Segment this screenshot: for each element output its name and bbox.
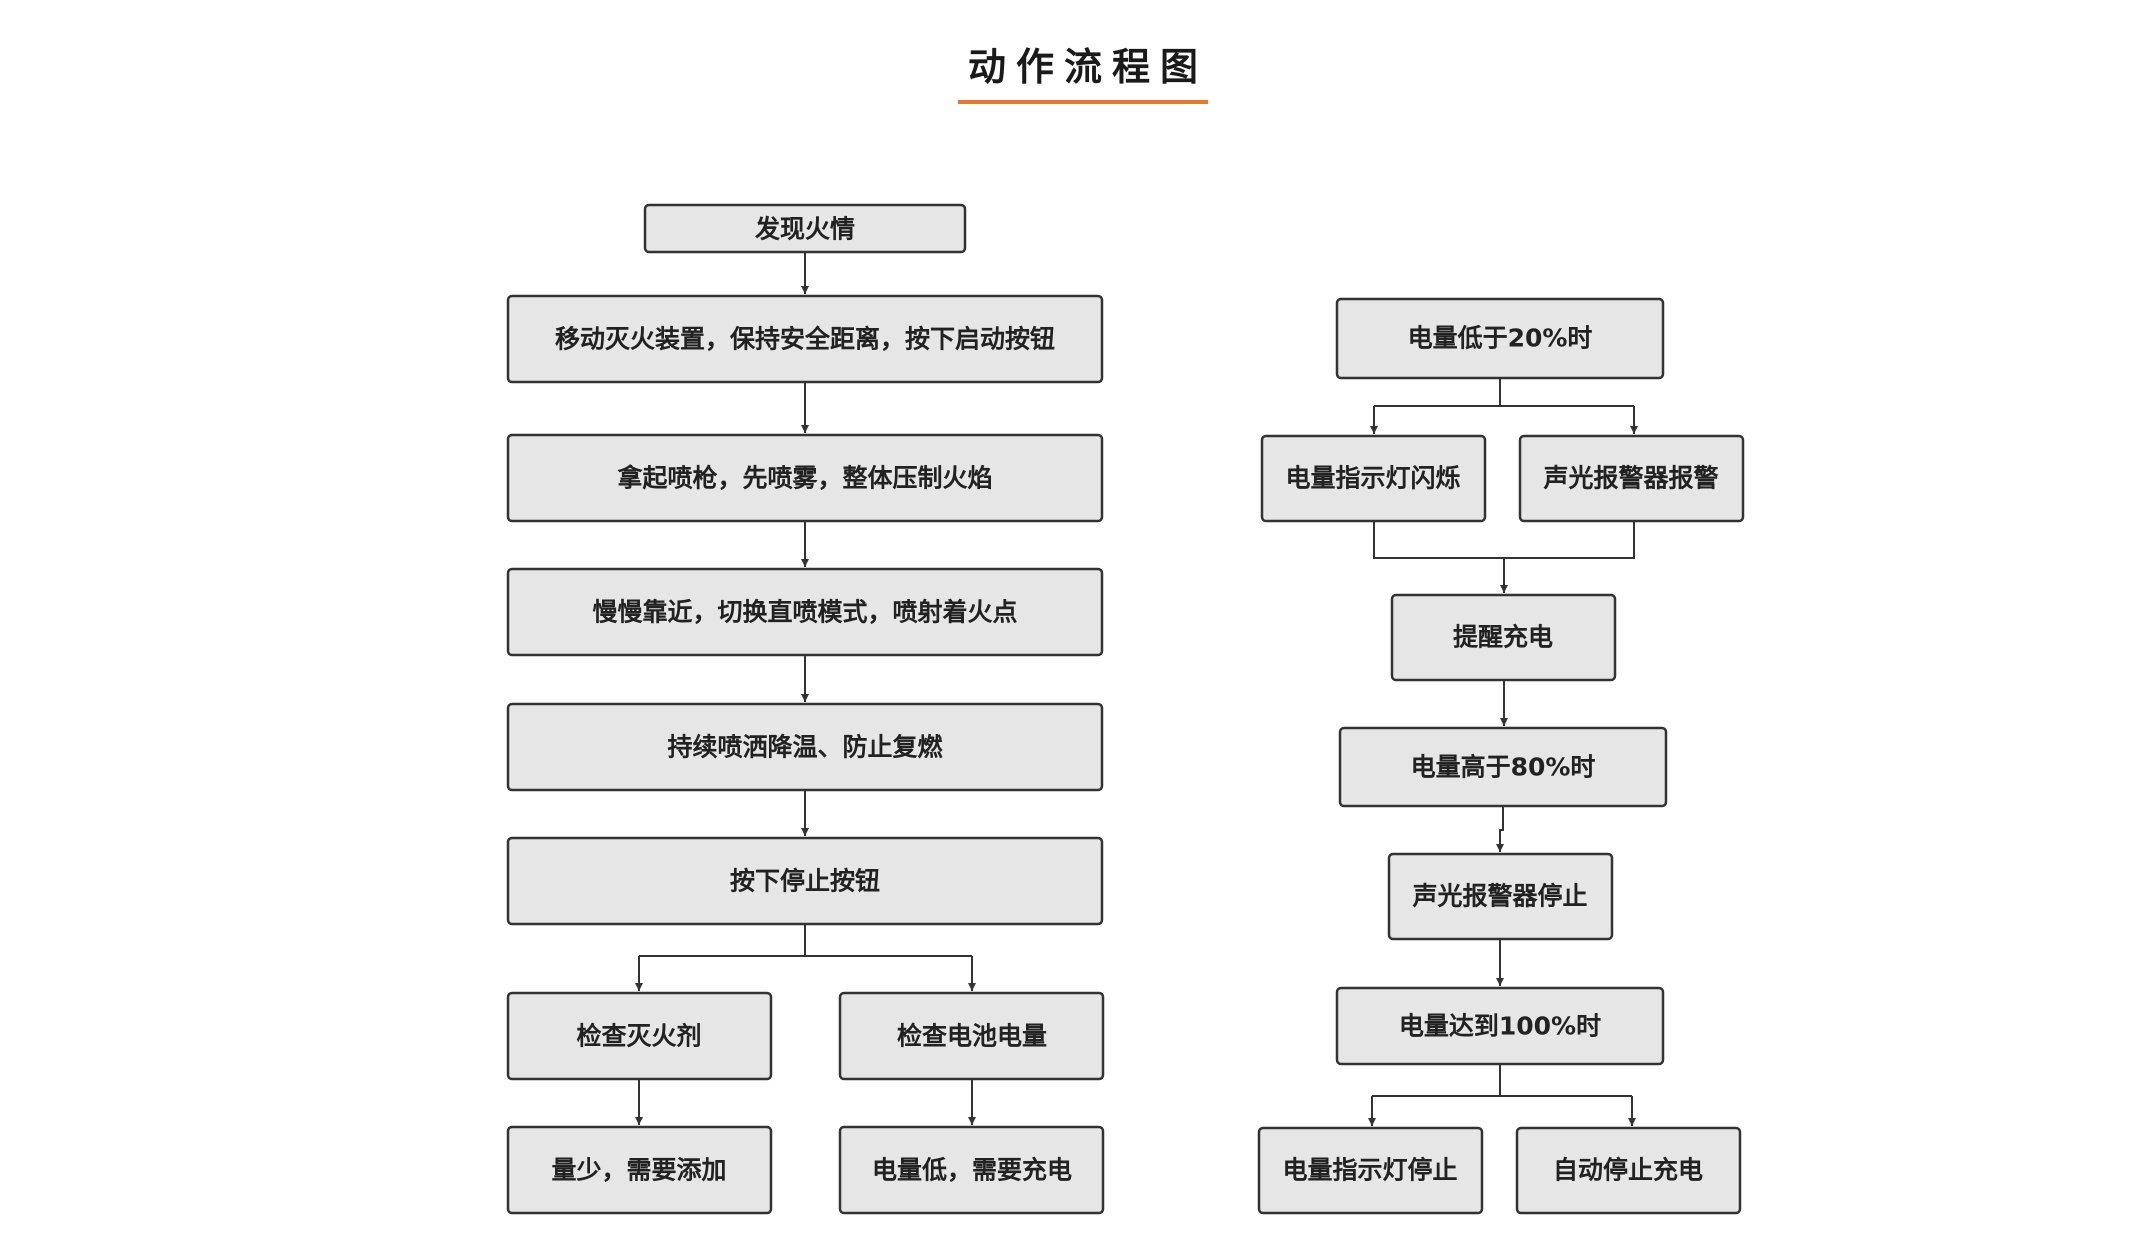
edge-above80-to-alarmstop bbox=[1496, 806, 1504, 852]
edge-100-split bbox=[1372, 1064, 1632, 1097]
node-move-device-label: 移动灭火装置，保持安全距离，按下启动按钮 bbox=[555, 325, 1055, 354]
edge-stop-split bbox=[639, 924, 972, 957]
node-spray-mist-label: 拿起喷枪，先喷雾，整体压制火焰 bbox=[616, 464, 992, 493]
node-press-stop: 按下停止按钮 bbox=[506, 836, 1104, 926]
node-battery-below-20-label: 电量低于20%时 bbox=[1408, 324, 1593, 353]
node-remind-charge: 提醒充电 bbox=[1390, 593, 1617, 682]
node-remind-charge-label: 提醒充电 bbox=[1453, 623, 1553, 652]
node-spray-mist: 拿起喷枪，先喷雾，整体压制火焰 bbox=[506, 433, 1104, 523]
right-flow-connectors bbox=[1368, 378, 1638, 1126]
node-battery-above-80-label: 电量高于80%时 bbox=[1411, 753, 1596, 782]
node-direct-spray: 慢慢靠近，切换直喷模式，喷射着火点 bbox=[506, 567, 1104, 657]
node-indicator-flash: 电量指示灯闪烁 bbox=[1260, 434, 1487, 523]
node-battery-100: 电量达到100%时 bbox=[1335, 986, 1665, 1066]
node-add-agent-label: 量少，需要添加 bbox=[551, 1156, 726, 1185]
right-flow-nodes: 电量低于20%时 电量指示灯闪烁 声光报警器报警 提醒充电 电量高于80%时 声… bbox=[1257, 297, 1745, 1215]
node-battery-below-20: 电量低于20%时 bbox=[1335, 297, 1665, 380]
node-alarm-stop-label: 声光报警器停止 bbox=[1412, 882, 1587, 911]
title-underline bbox=[958, 100, 1208, 104]
node-alarm-stop: 声光报警器停止 bbox=[1387, 852, 1614, 941]
node-auto-stop-charge-label: 自动停止充电 bbox=[1553, 1156, 1703, 1185]
node-alarm-on: 声光报警器报警 bbox=[1518, 434, 1745, 523]
node-alarm-on-label: 声光报警器报警 bbox=[1543, 464, 1718, 493]
node-fire-found: 发现火情 bbox=[643, 203, 967, 254]
node-need-charge: 电量低，需要充电 bbox=[838, 1125, 1105, 1215]
node-check-battery: 检查电池电量 bbox=[838, 991, 1105, 1081]
node-indicator-flash-label: 电量指示灯闪烁 bbox=[1285, 464, 1460, 493]
node-press-stop-label: 按下停止按钮 bbox=[730, 867, 880, 896]
node-move-device: 移动灭火装置，保持安全距离，按下启动按钮 bbox=[506, 294, 1104, 384]
left-flow-connectors bbox=[635, 252, 976, 1125]
node-indicator-stop-label: 电量指示灯停止 bbox=[1282, 1156, 1457, 1185]
node-check-battery-label: 检查电池电量 bbox=[897, 1022, 1047, 1051]
node-battery-100-label: 电量达到100%时 bbox=[1399, 1012, 1601, 1041]
node-need-charge-label: 电量低，需要充电 bbox=[872, 1156, 1072, 1185]
left-flow-nodes: 发现火情 移动灭火装置，保持安全距离，按下启动按钮 拿起喷枪，先喷雾，整体压制火… bbox=[506, 203, 1105, 1215]
node-fire-found-label: 发现火情 bbox=[754, 215, 855, 244]
node-auto-stop-charge: 自动停止充电 bbox=[1515, 1126, 1742, 1215]
node-cool-down-label: 持续喷洒降温、防止复燃 bbox=[667, 733, 943, 762]
node-check-agent: 检查灭火剂 bbox=[506, 991, 773, 1081]
node-check-agent-label: 检查灭火剂 bbox=[576, 1022, 701, 1051]
node-add-agent: 量少，需要添加 bbox=[506, 1125, 773, 1215]
edge-merge-to-remind bbox=[1373, 521, 1635, 593]
node-battery-above-80: 电量高于80%时 bbox=[1338, 726, 1668, 808]
node-cool-down: 持续喷洒降温、防止复燃 bbox=[506, 702, 1104, 792]
edge-below20-split bbox=[1374, 378, 1634, 407]
node-indicator-stop: 电量指示灯停止 bbox=[1257, 1126, 1484, 1215]
page-title: 动作流程图 bbox=[968, 45, 1209, 89]
title-block: 动作流程图 bbox=[958, 40, 1208, 104]
node-direct-spray-label: 慢慢靠近，切换直喷模式，喷射着火点 bbox=[592, 598, 1017, 627]
